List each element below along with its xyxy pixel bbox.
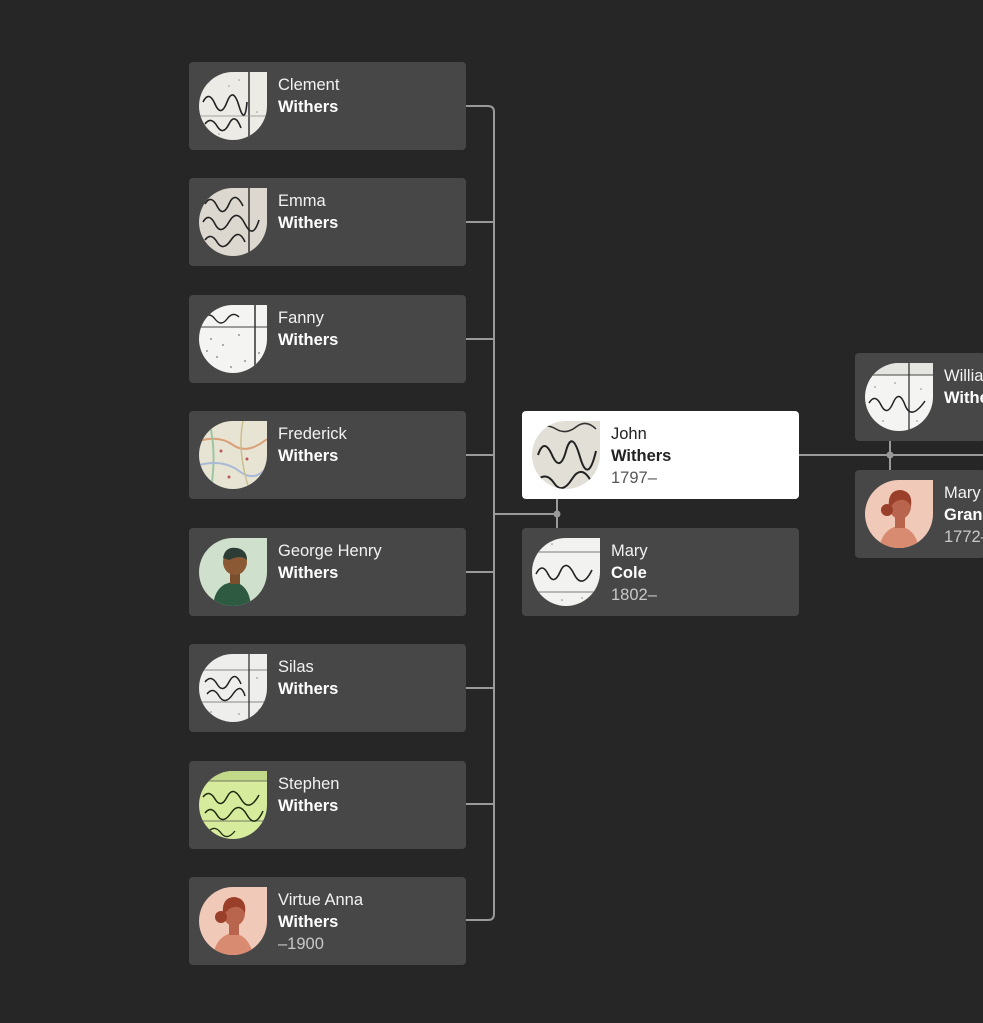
person-card-clement-withers[interactable]: Clement Withers [189,62,466,150]
person-card-john-withers-focus[interactable]: John Withers 1797– [522,411,799,499]
given-name: Emma [278,192,326,210]
life-years: 1802– [611,586,657,604]
record-scan-icon [532,538,600,606]
given-name: Frederick [278,425,347,443]
person-card-mary-gran-parent[interactable]: Mary Gran 1772– [855,470,983,558]
surname: Cole [611,564,647,582]
record-scan-icon [199,188,267,256]
person-card-fanny-withers[interactable]: Fanny Withers [189,295,466,383]
life-years: 1797– [611,469,657,487]
given-name: Virtue Anna [278,891,364,909]
surname: Withers [278,331,339,349]
person-card-george-henry-withers[interactable]: George Henry Withers [189,528,466,616]
record-scan-icon [865,363,933,431]
given-name: Willia [944,367,983,385]
surname: Withers [611,447,672,465]
surname: Withers [278,564,339,582]
surname: Withers [278,680,339,698]
given-name: Stephen [278,775,340,793]
record-scan-icon [199,654,267,722]
map-scan-icon [199,421,267,489]
record-scan-icon [199,72,267,140]
male-silhouette-icon [199,538,267,606]
female-silhouette-icon [865,480,933,548]
person-card-mary-cole-spouse[interactable]: Mary Cole 1802– [522,528,799,616]
surname: Gran [944,506,983,524]
surname: Withe [944,389,983,407]
record-scan-icon [199,305,267,373]
surname: Withers [278,447,339,465]
given-name: Mary [944,484,981,502]
surname: Withers [278,797,339,815]
female-silhouette-icon [199,887,267,955]
life-years: –1900 [278,935,324,953]
person-card-silas-withers[interactable]: Silas Withers [189,644,466,732]
person-card-emma-withers[interactable]: Emma Withers [189,178,466,266]
surname: Withers [278,98,339,116]
surname: Withers [278,214,339,232]
person-card-william-withers-parent[interactable]: Willia Withe [855,353,983,441]
given-name: Mary [611,542,648,560]
given-name: Silas [278,658,314,676]
given-name: Fanny [278,309,324,327]
record-scan-icon [532,421,600,489]
person-card-stephen-withers[interactable]: Stephen Withers [189,761,466,849]
given-name: John [611,425,647,443]
person-card-virtue-anna-withers[interactable]: Virtue Anna Withers –1900 [189,877,466,965]
life-years: 1772– [944,528,983,546]
record-scan-icon [199,771,267,839]
given-name: Clement [278,76,340,94]
given-name: George Henry [278,542,382,560]
person-card-frederick-withers[interactable]: Frederick Withers [189,411,466,499]
surname: Withers [278,913,339,931]
